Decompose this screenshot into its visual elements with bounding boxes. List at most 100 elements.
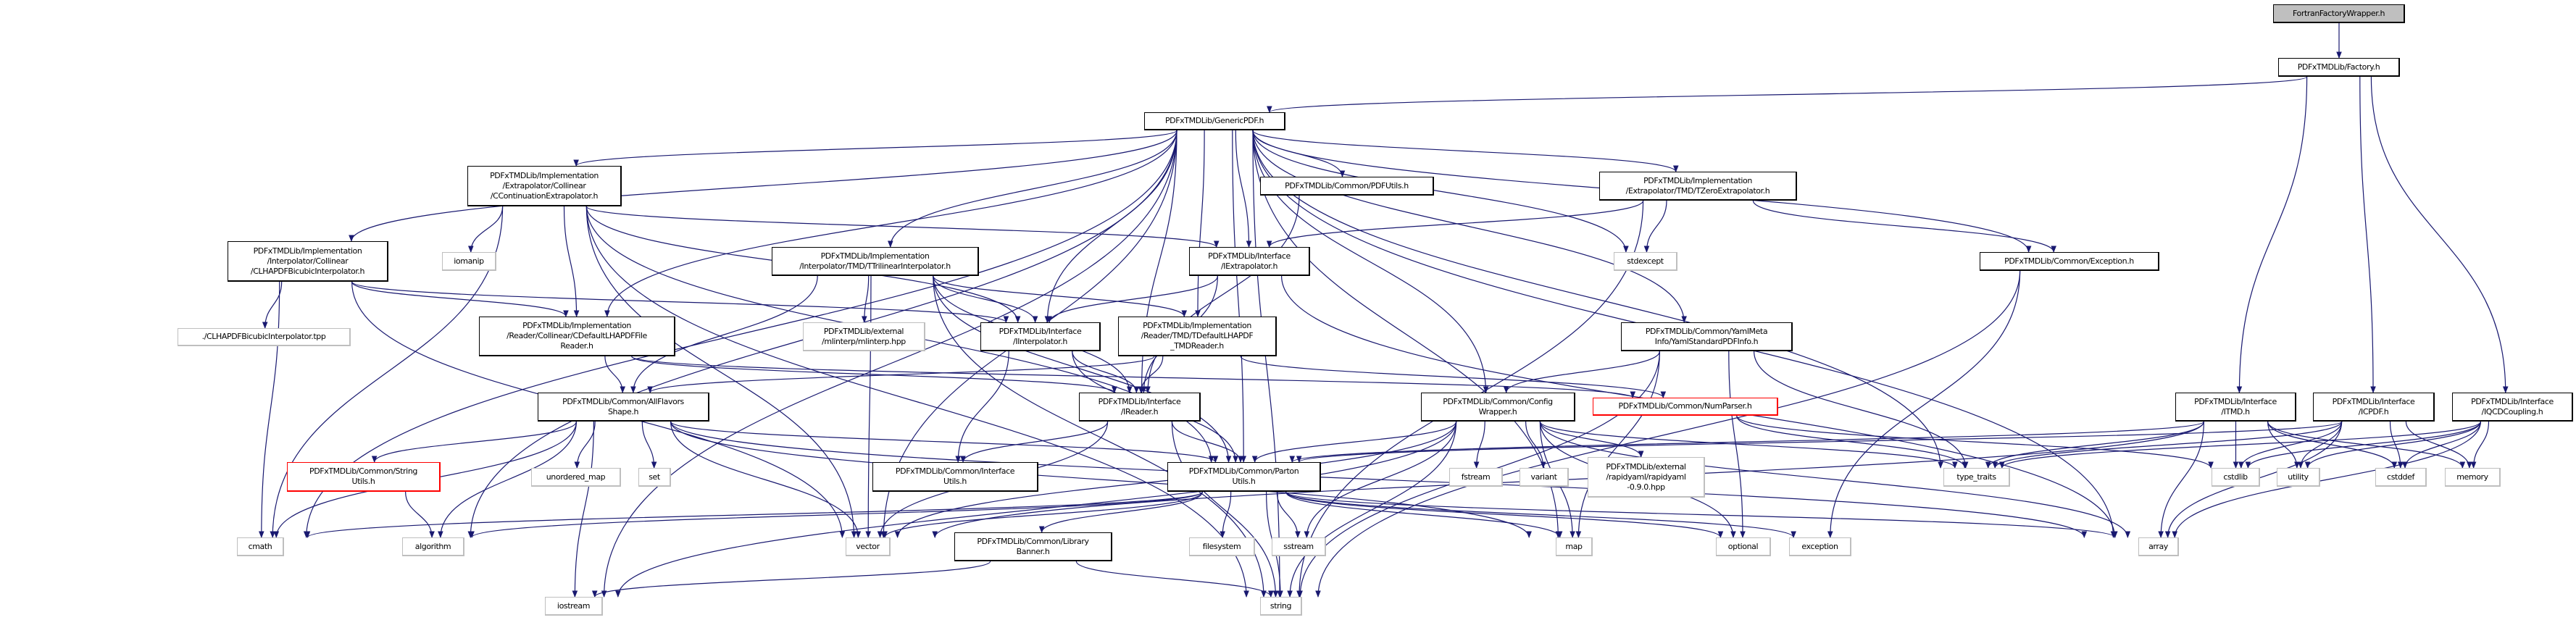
node-label-line: /rapidyaml/rapidyaml <box>1606 472 1686 482</box>
graph-node[interactable]: utility <box>2277 468 2320 487</box>
include-edge <box>2402 421 2481 469</box>
node-label-line: FortranFactoryWrapper.h <box>2292 8 2385 18</box>
node-label-line: /Reader/Collinear/CDefaultLHAPDFFile <box>507 331 647 340</box>
graph-node[interactable]: PDFxTMDLib/Implementation/Extrapolator/C… <box>467 166 622 206</box>
include-edge <box>2245 421 2481 469</box>
graph-node[interactable]: PDFxTMDLib/Interface/IQCDCoupling.h <box>2452 393 2573 422</box>
include-edge <box>641 421 657 469</box>
include-edge <box>2304 421 2481 469</box>
graph-node[interactable]: PDFxTMDLib/Interface/IReader.h <box>1079 393 1201 422</box>
graph-node[interactable]: FortranFactoryWrapper.h <box>2273 4 2405 23</box>
node-label-line: PDFxTMDLib/Common/NumParser.h <box>1618 401 1752 411</box>
node-label-line: _TMDReader.h <box>1170 341 1224 351</box>
include-edge <box>1999 421 2481 469</box>
graph-node[interactable]: string <box>1260 597 1302 616</box>
graph-node[interactable]: algorithm <box>402 537 464 556</box>
graph-node[interactable]: PDFxTMDLib/Factory.h <box>2278 58 2400 77</box>
graph-node[interactable]: map <box>1556 537 1593 556</box>
graph-node[interactable]: fstream <box>1449 468 1503 487</box>
graph-node[interactable]: PDFxTMDLib/Interface/ITMD.h <box>2175 393 2296 422</box>
node-label-line: PDFxTMDLib/Common/YamlMeta <box>1645 326 1768 336</box>
graph-node[interactable]: PDFxTMDLib/Common/Exception.h <box>1980 252 2159 271</box>
node-label-line: Banner.h <box>1016 546 1050 556</box>
include-edge <box>1539 421 1644 458</box>
node-label-line: PDFxTMDLib/Implementation <box>490 170 599 180</box>
graph-node[interactable]: PDFxTMDLib/Implementation/Extrapolator/T… <box>1599 172 1797 201</box>
include-edge <box>563 206 580 317</box>
include-edge <box>469 491 1203 538</box>
include-edge <box>1046 275 1218 323</box>
graph-node[interactable]: cstddef <box>2375 468 2427 487</box>
node-label-line: /CContinuationExtrapolator.h <box>490 190 599 201</box>
graph-node[interactable]: PDFxTMDLib/Implementation/Reader/Colline… <box>479 317 675 356</box>
include-edge <box>1754 351 1969 469</box>
include-edge <box>2267 421 2398 469</box>
graph-node[interactable]: cstdlib <box>2212 468 2260 487</box>
graph-node[interactable]: unordered_map <box>531 468 621 487</box>
include-edge <box>670 421 862 538</box>
graph-node[interactable]: iomanip <box>442 252 496 271</box>
node-label-line: /Reader/TMD/TDefaultLHAPDF <box>1141 331 1254 340</box>
node-label-line: sstream <box>1283 541 1314 551</box>
graph-node[interactable]: array <box>2138 537 2179 556</box>
graph-node[interactable]: stdexcept <box>1614 252 1677 271</box>
graph-node[interactable]: exception <box>1789 537 1851 556</box>
include-edge <box>1985 421 2204 469</box>
include-edge <box>2470 421 2490 469</box>
include-edge <box>1539 421 2131 538</box>
graph-node[interactable]: PDFxTMDLib/Common/PDFUtils.h <box>1260 177 1434 196</box>
include-edge <box>371 421 577 463</box>
include-edge <box>1252 130 1943 469</box>
include-edge <box>1075 561 1274 598</box>
graph-node[interactable]: optional <box>1716 537 1771 556</box>
graph-node[interactable]: set <box>638 468 671 487</box>
graph-node[interactable]: filesystem <box>1189 537 1255 556</box>
include-edge <box>1992 421 2343 469</box>
graph-node[interactable]: PDFxTMDLib/Common/NumParser.h <box>1593 398 1778 416</box>
node-label-line: /IExtrapolator.h <box>1220 261 1278 271</box>
graph-node[interactable]: PDFxTMDLib/external/rapidyaml/rapidyaml-… <box>1588 457 1705 498</box>
graph-node[interactable]: vector <box>846 537 891 556</box>
graph-node[interactable]: iostream <box>545 597 603 616</box>
graph-node[interactable]: PDFxTMDLib/Interface/IInterpolator.h <box>980 322 1101 351</box>
graph-node[interactable]: PDFxTMDLib/Implementation/Reader/TMD/TDe… <box>1118 317 1277 356</box>
include-edge <box>304 491 1203 538</box>
node-label-line: PDFxTMDLib/Interface <box>1098 396 1181 406</box>
node-label-line: map <box>1565 541 1583 551</box>
include-edge <box>630 275 818 393</box>
graph-node[interactable]: ./CLHAPDFBicubicInterpolator.tpp <box>178 328 351 346</box>
graph-node[interactable]: memory <box>2445 468 2501 487</box>
graph-node[interactable]: sstream <box>1272 537 1326 556</box>
graph-node[interactable]: PDFxTMDLib/Interface/IExtrapolator.h <box>1189 247 1310 276</box>
graph-node[interactable]: PDFxTMDLib/Implementation/Interpolator/C… <box>228 241 388 282</box>
node-label-line: PDFxTMDLib/Factory.h <box>2297 62 2380 72</box>
include-edge <box>1752 200 2056 253</box>
include-edge <box>932 421 2204 538</box>
include-edge <box>1251 421 1457 463</box>
include-edge <box>960 421 1109 463</box>
node-label-line: type_traits <box>1956 472 1996 482</box>
graph-node[interactable]: PDFxTMDLib/GenericPDF.h <box>1144 112 1285 130</box>
node-label-line: stdexcept <box>1627 256 1664 266</box>
node-label-line: cstddef <box>2387 472 2414 482</box>
graph-node[interactable]: PDFxTMDLib/Implementation/Interpolator/T… <box>772 247 979 276</box>
node-label-line: variant <box>1530 472 1557 482</box>
graph-node[interactable]: PDFxTMDLib/Interface/ICPDF.h <box>2313 393 2435 422</box>
graph-node[interactable]: type_traits <box>1943 468 2010 487</box>
include-edge <box>349 130 1177 242</box>
node-label-line: ./CLHAPDFBicubicInterpolator.tpp <box>201 332 326 341</box>
include-edge <box>615 421 1457 598</box>
include-edge <box>2359 76 2376 393</box>
node-label-line: unordered_map <box>546 472 606 482</box>
graph-node[interactable]: variant <box>1520 468 1569 487</box>
graph-node[interactable]: PDFxTMDLib/external/mlinterp/mlinterp.hp… <box>803 322 925 351</box>
graph-node[interactable]: cmath <box>237 537 284 556</box>
